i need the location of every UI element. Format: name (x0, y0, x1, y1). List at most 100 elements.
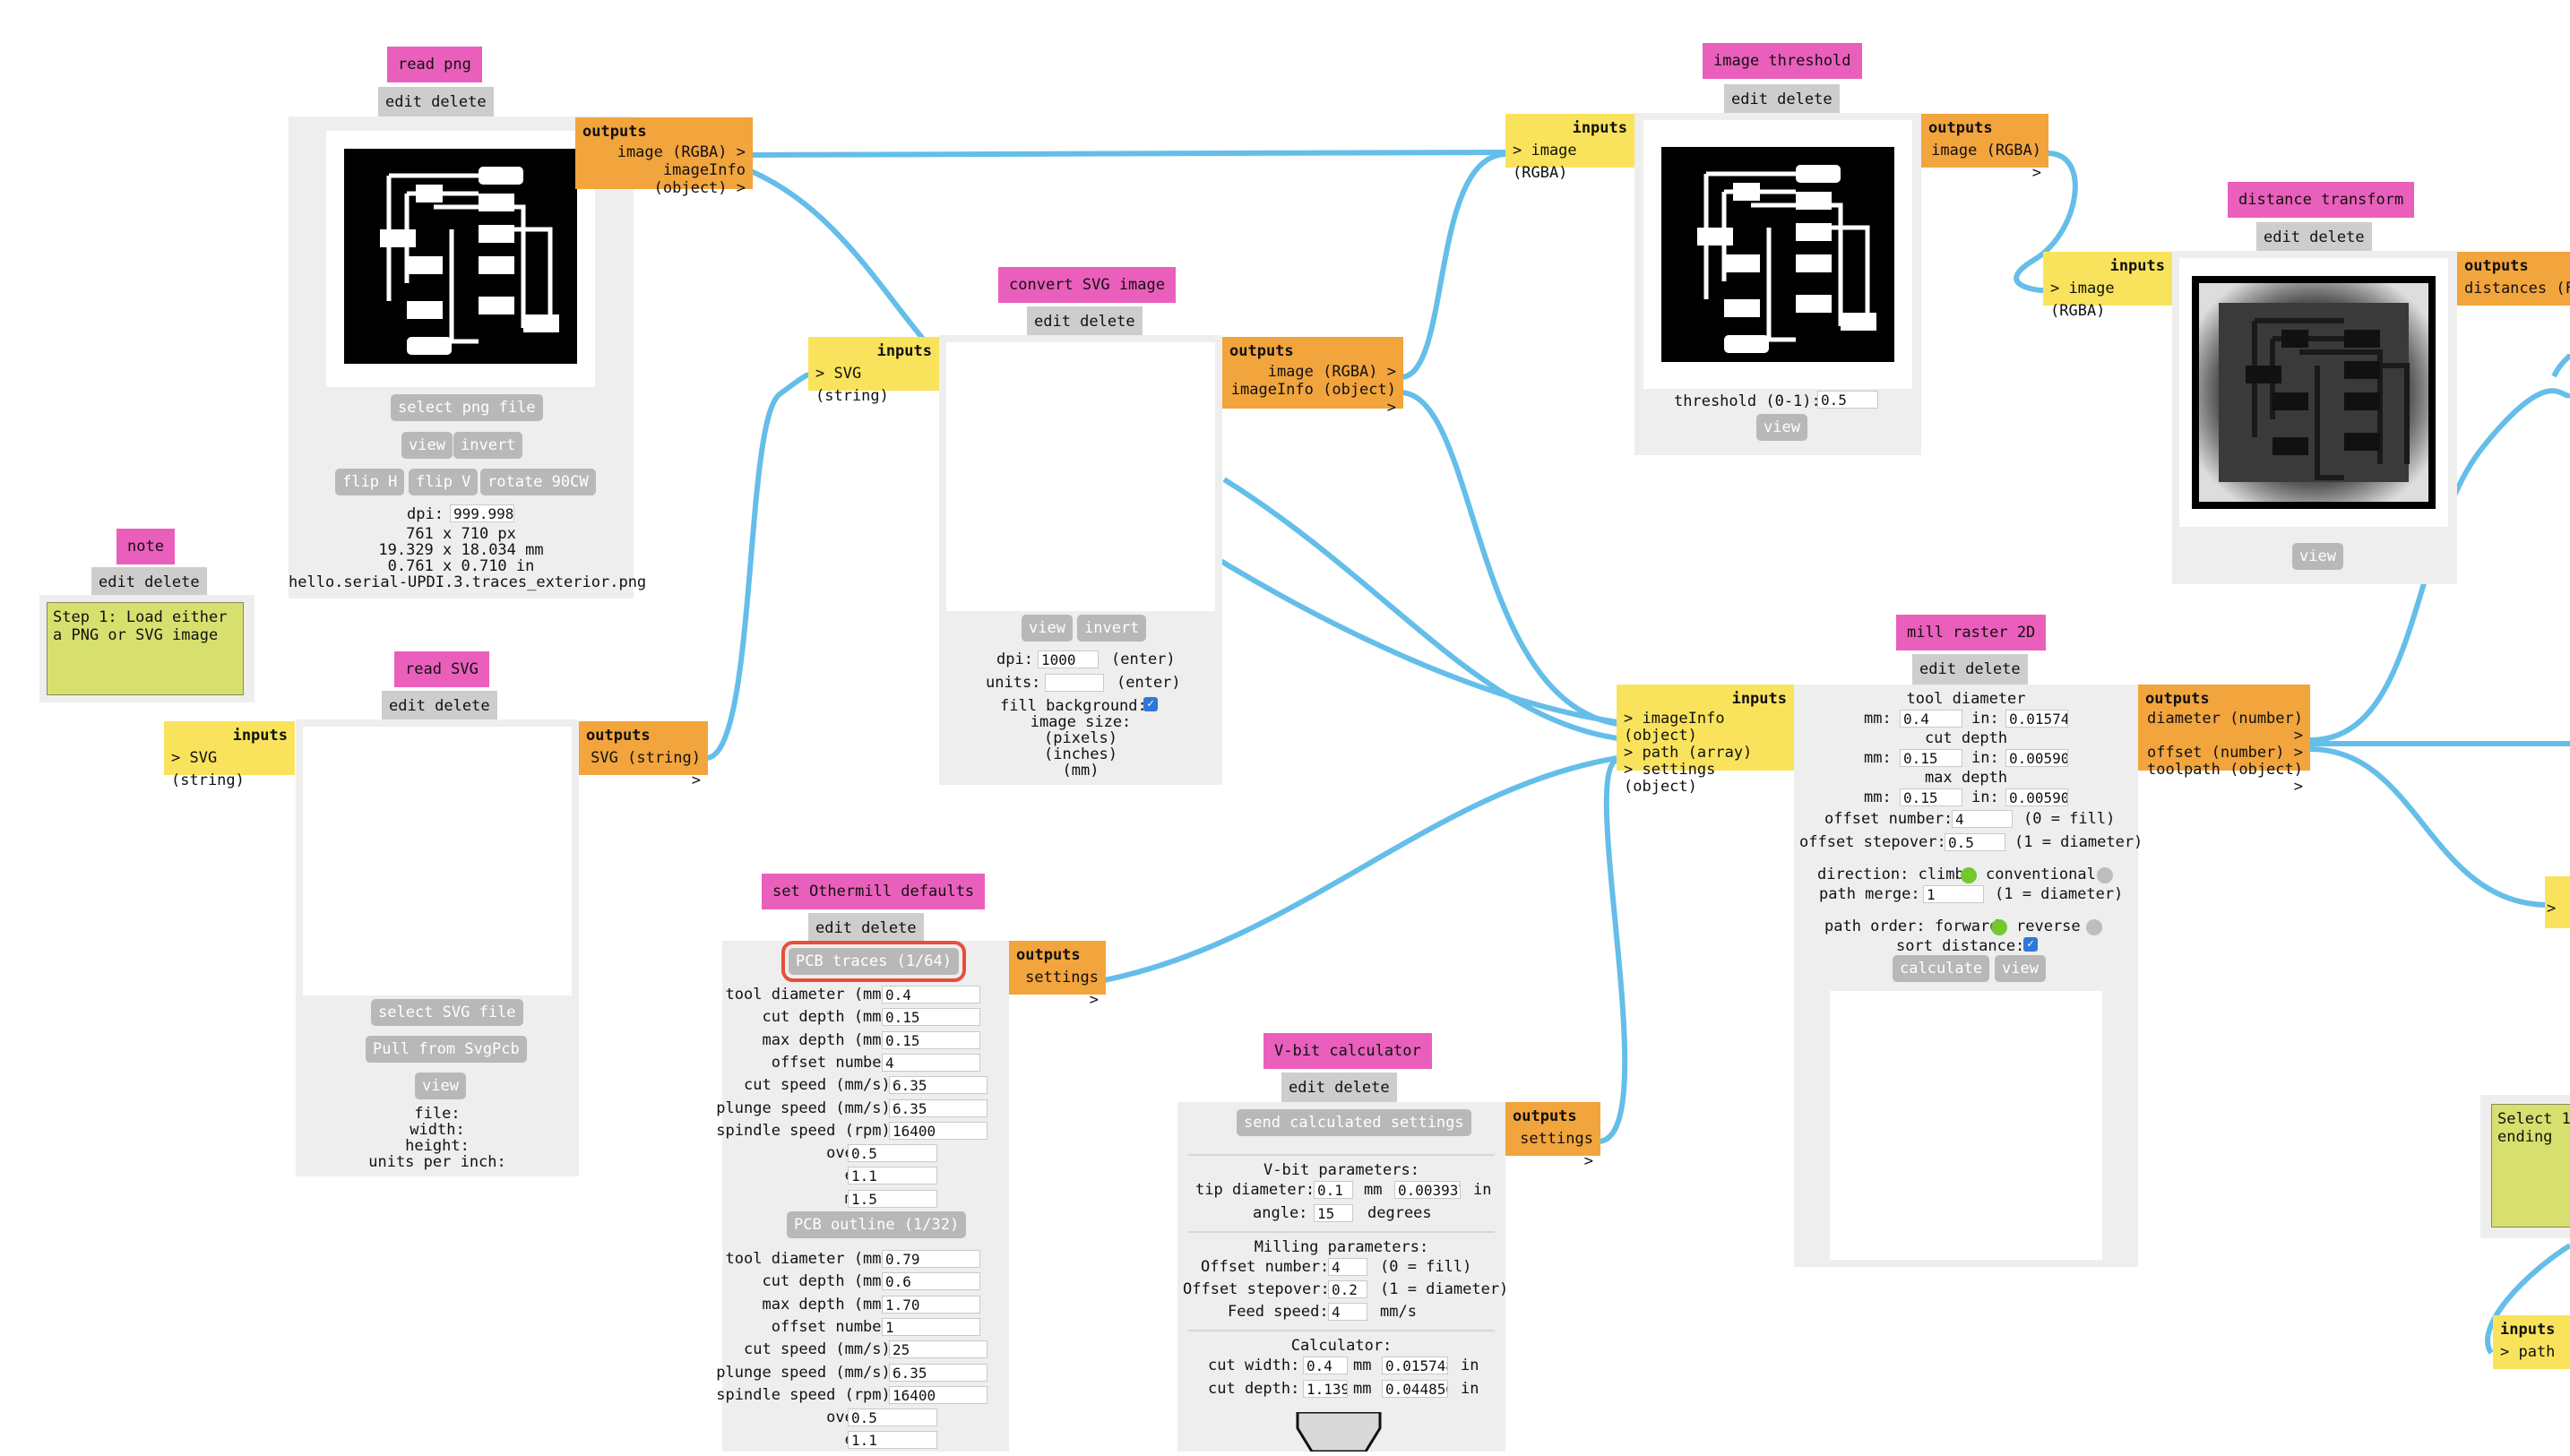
outline-input[interactable]: 0.79 (882, 1250, 980, 1268)
outline-input[interactable]: 25 (889, 1340, 987, 1359)
threshold-out-image[interactable]: image (RGBA) > (1931, 142, 2041, 182)
threshold-in-image[interactable]: > image (RGBA) (1513, 142, 1577, 182)
threshold-edit-delete[interactable]: edit delete (1724, 84, 1840, 115)
traces-input[interactable]: 1.5 (848, 1189, 937, 1208)
send-calculated-settings-button[interactable]: send calculated settings (1237, 1109, 1471, 1136)
read-svg-edit-delete[interactable]: edit delete (382, 691, 497, 721)
offset-number-input[interactable]: 4 (1952, 810, 2013, 828)
tip-diameter-mm-input[interactable]: 0.1 (1314, 1181, 1353, 1199)
convert-view-button[interactable]: view (1022, 615, 1073, 642)
fill-background-checkbox[interactable]: ✓ (1143, 697, 1158, 711)
distance-in-image[interactable]: > image (RGBA) (2050, 280, 2115, 320)
svg-out-string[interactable]: SVG (string) > (591, 749, 701, 789)
tool-mm-input[interactable]: 0.4 (1900, 710, 1962, 728)
pull-from-svgpcb-button[interactable]: Pull from SvgPcb (366, 1036, 527, 1063)
convert-in-svg[interactable]: > SVG (string) (815, 365, 889, 405)
tool-in-input[interactable]: 0.015748 (2005, 710, 2068, 728)
othermill-edit-delete[interactable]: edit delete (808, 913, 924, 943)
read-png-title[interactable]: read png (387, 47, 482, 82)
traces-input[interactable]: 0.5 (848, 1144, 937, 1163)
pcb-outline-button[interactable]: PCB outline (1/32) (787, 1211, 967, 1238)
vbit-edit-delete[interactable]: edit delete (1281, 1073, 1397, 1103)
convert-units-input[interactable] (1045, 674, 1104, 692)
mill-in-settings[interactable]: > settings (object) (1624, 761, 1716, 796)
distance-view-button[interactable]: view (2292, 543, 2343, 570)
png-invert-button[interactable]: invert (453, 432, 523, 459)
sort-distance-checkbox[interactable]: ✓ (2023, 937, 2038, 952)
outline-input[interactable]: 1.1 (848, 1431, 937, 1450)
traces-input[interactable]: 0.15 (882, 1008, 980, 1027)
right-partial-in[interactable]: > (2547, 900, 2557, 918)
rotate-90cw-button[interactable]: rotate 90CW (480, 469, 596, 495)
vbit-calculator-title[interactable]: V-bit calculator (1263, 1033, 1432, 1069)
distance-out-distances[interactable]: distances (F3 (2464, 280, 2570, 297)
read-svg-title[interactable]: read SVG (394, 651, 489, 687)
mill-out-toolpath[interactable]: toolpath (object) > (2147, 761, 2303, 796)
traces-input[interactable]: 6.35 (889, 1076, 987, 1095)
convert-out-imageinfo[interactable]: imageInfo (object) > (1230, 381, 1396, 417)
offset-stepover-input[interactable]: 0.5 (1945, 833, 2005, 851)
conventional-radio[interactable] (2097, 867, 2113, 883)
png-out-imageinfo[interactable]: imageInfo (object) > (653, 161, 746, 197)
cut-width-in-input[interactable]: 0.015748 (1382, 1357, 1448, 1374)
distance-transform-title[interactable]: distance transform (2228, 182, 2415, 218)
climb-radio[interactable] (1961, 867, 1977, 883)
convert-dpi-input[interactable]: 1000 (1038, 650, 1099, 668)
mill-in-imageinfo[interactable]: > imageInfo (object) (1624, 710, 1725, 745)
outline-input[interactable]: 6.35 (889, 1363, 987, 1382)
select-png-file-button[interactable]: select png file (391, 394, 543, 421)
distance-edit-delete[interactable]: edit delete (2256, 222, 2372, 253)
mill-in-path[interactable]: > path (array) (1624, 744, 1753, 762)
note-textarea[interactable]: Step 1: Load either a PNG or SVG image (47, 602, 244, 695)
flip-v-button[interactable]: flip V (409, 469, 479, 495)
right-note-textarea[interactable]: Select 1 ending (2491, 1104, 2570, 1228)
cut-in-input[interactable]: 0.005905 (2005, 749, 2068, 767)
svg-in-string[interactable]: > SVG (string) (171, 749, 245, 789)
outline-input[interactable]: 0.5 (848, 1409, 937, 1427)
mill-view-button[interactable]: view (1995, 955, 2046, 982)
cut-mm-input[interactable]: 0.15 (1900, 749, 1962, 767)
outline-input[interactable]: 1.70 (882, 1295, 980, 1314)
convert-svg-title[interactable]: convert SVG image (998, 267, 1176, 303)
threshold-input[interactable]: 0.5 (1817, 391, 1878, 409)
othermill-out-settings[interactable]: settings > (1025, 969, 1099, 1009)
cut-depth-in-input[interactable]: 0.044856 (1382, 1380, 1448, 1398)
forward-radio[interactable] (1991, 919, 2007, 935)
convert-invert-button[interactable]: invert (1077, 615, 1147, 642)
cut-width-mm-input[interactable]: 0.4 (1303, 1357, 1348, 1374)
convert-svg-edit-delete[interactable]: edit delete (1027, 306, 1143, 337)
traces-input[interactable]: 4 (882, 1053, 980, 1072)
traces-input[interactable]: 0.4 (882, 986, 980, 1004)
max-mm-input[interactable]: 0.15 (1900, 788, 1962, 806)
png-dpi-input[interactable]: 999.998 (450, 504, 514, 522)
note-title[interactable]: note (116, 529, 175, 564)
feed-speed-input[interactable]: 4 (1328, 1303, 1367, 1321)
mill-edit-delete[interactable]: edit delete (1912, 654, 2028, 685)
mill-out-offset[interactable]: offset (number) > (2147, 744, 2303, 762)
traces-input[interactable]: 0.15 (882, 1030, 980, 1049)
angle-input[interactable]: 15 (1314, 1204, 1353, 1222)
svg-view-button[interactable]: view (415, 1073, 466, 1099)
right-in-path[interactable]: > path (2500, 1343, 2556, 1361)
vbit-offset-input[interactable]: 4 (1328, 1258, 1367, 1276)
mill-out-diameter[interactable]: diameter (number) > (2147, 710, 2303, 745)
cut-depth-mm-input[interactable]: 1.139 (1303, 1380, 1348, 1398)
calculate-button[interactable]: calculate (1893, 955, 1990, 982)
convert-out-image[interactable]: image (RGBA) > (1267, 363, 1396, 381)
traces-input[interactable]: 1.1 (848, 1167, 937, 1185)
outline-input[interactable]: 1 (882, 1317, 980, 1336)
png-view-button[interactable]: view (401, 432, 453, 459)
read-png-edit-delete[interactable]: edit delete (378, 87, 494, 117)
tip-diameter-in-input[interactable]: 0.003937 (1394, 1181, 1461, 1199)
select-svg-file-button[interactable]: select SVG file (371, 999, 523, 1026)
pcb-traces-button[interactable]: PCB traces (1/64) (781, 941, 966, 982)
png-out-image[interactable]: image (RGBA) > (617, 143, 746, 161)
path-merge-input[interactable]: 1 (1923, 885, 1984, 903)
traces-input[interactable]: 6.35 (889, 1098, 987, 1117)
outline-input[interactable]: 0.6 (882, 1272, 980, 1291)
outline-input[interactable]: 16400 (889, 1385, 987, 1404)
max-in-input[interactable]: 0.005905 (2005, 788, 2068, 806)
note-edit-delete[interactable]: edit delete (91, 567, 207, 598)
vbit-stepover-input[interactable]: 0.2 (1328, 1280, 1367, 1298)
othermill-title[interactable]: set Othermill defaults (762, 874, 986, 909)
